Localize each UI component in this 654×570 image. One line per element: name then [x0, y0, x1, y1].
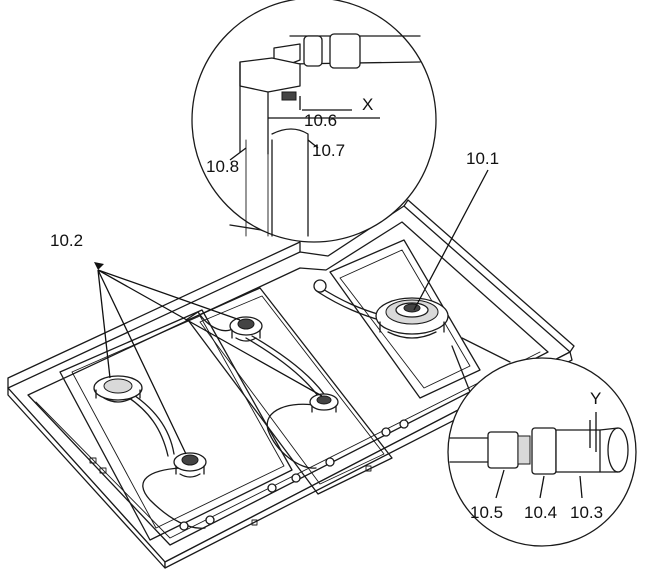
screw: [179, 521, 189, 531]
callout-10-6: 10.6: [304, 111, 337, 130]
screw: [381, 427, 391, 437]
detail-bottom-end: [607, 427, 629, 473]
pipe-middle-burner-edge: [251, 335, 325, 395]
leader-10-1: [413, 169, 489, 311]
callout-10-5: 10.5: [470, 503, 503, 522]
burner-rear-left: [93, 375, 143, 403]
detail-nozzle-10-6: [281, 91, 297, 101]
rail-left: [59, 309, 293, 541]
marker-x: X: [362, 95, 373, 114]
screw: [399, 419, 409, 429]
detail-view-bottom: Y 10.5 10.4 10.3: [447, 337, 637, 547]
tray-back-wall: [7, 241, 301, 389]
detail-vertical-pipe: [239, 61, 269, 155]
marker-y: Y: [590, 389, 601, 408]
burner-large-wok: [375, 297, 449, 339]
leader-10-2-d: [97, 269, 323, 397]
tray-inner-edge: [35, 351, 541, 539]
burner-front-middle: [309, 393, 339, 413]
burner-rear-middle: [229, 316, 263, 342]
tray-inner-floor: [27, 221, 549, 546]
leader-10-2-a: [97, 269, 111, 379]
leader-10-8: [229, 147, 247, 161]
tray-hole: [251, 519, 258, 526]
detail-top-nut: [303, 35, 323, 67]
fixing-screws: [179, 279, 409, 531]
rail-middle-inner: [199, 295, 385, 485]
pipe-middle-burner: [245, 337, 319, 397]
screw: [291, 473, 301, 483]
detail-bottom-pipe: [449, 437, 491, 463]
leader-10-2-b: [97, 269, 187, 455]
tray-hole: [89, 457, 97, 464]
callout-10-2: 10.2: [50, 231, 83, 250]
pipe-front-loop: [142, 467, 206, 529]
rail-middle: [187, 287, 393, 495]
rail-right: [329, 239, 481, 399]
tray-side-wall: [403, 199, 575, 353]
burner-front-left: [173, 452, 207, 478]
callout-10-1: 10.1: [466, 149, 499, 168]
inlet-connector: [313, 279, 327, 293]
callout-group-10-2: 10.2: [50, 231, 323, 455]
pipe-middle-loop: [266, 403, 321, 469]
detail-bottom-fitting-10-4: [531, 427, 557, 475]
detail-bottom-end-edge: [599, 427, 619, 473]
detail-elbow-block: [239, 57, 301, 93]
tray-hole: [99, 467, 107, 474]
detail-bottom-nut-10-5: [487, 431, 519, 469]
callout-10-7: 10.7: [312, 141, 345, 160]
rail-left-inner: [71, 315, 285, 529]
screw: [325, 457, 335, 467]
callout-10-4: 10.4: [524, 503, 557, 522]
leader-10-4: [539, 475, 545, 499]
detail-bottom-fitting-10-3: [555, 429, 601, 473]
leader-10-2-c: [97, 269, 241, 321]
detail-tube-10-7: [271, 128, 309, 237]
callout-10-8: 10.8: [206, 157, 239, 176]
rail-right-inner: [339, 249, 471, 389]
screw: [205, 515, 215, 525]
leader-10-5: [495, 469, 505, 499]
detail-tube-outer: [245, 139, 269, 237]
detail-view-top: X 10.6 10.7 10.8: [191, 0, 437, 243]
leader-10-7: [307, 139, 319, 149]
detail-bottom-olive: [517, 435, 531, 465]
screw: [267, 483, 277, 493]
burner-rails: [59, 239, 481, 541]
detail-top-fitting: [329, 33, 361, 69]
callout-10-3: 10.3: [570, 503, 603, 522]
callout-group-10-1: 10.1: [413, 149, 499, 311]
leader-10-3: [579, 475, 583, 499]
leader-10-2-arrowhead: [94, 262, 104, 270]
